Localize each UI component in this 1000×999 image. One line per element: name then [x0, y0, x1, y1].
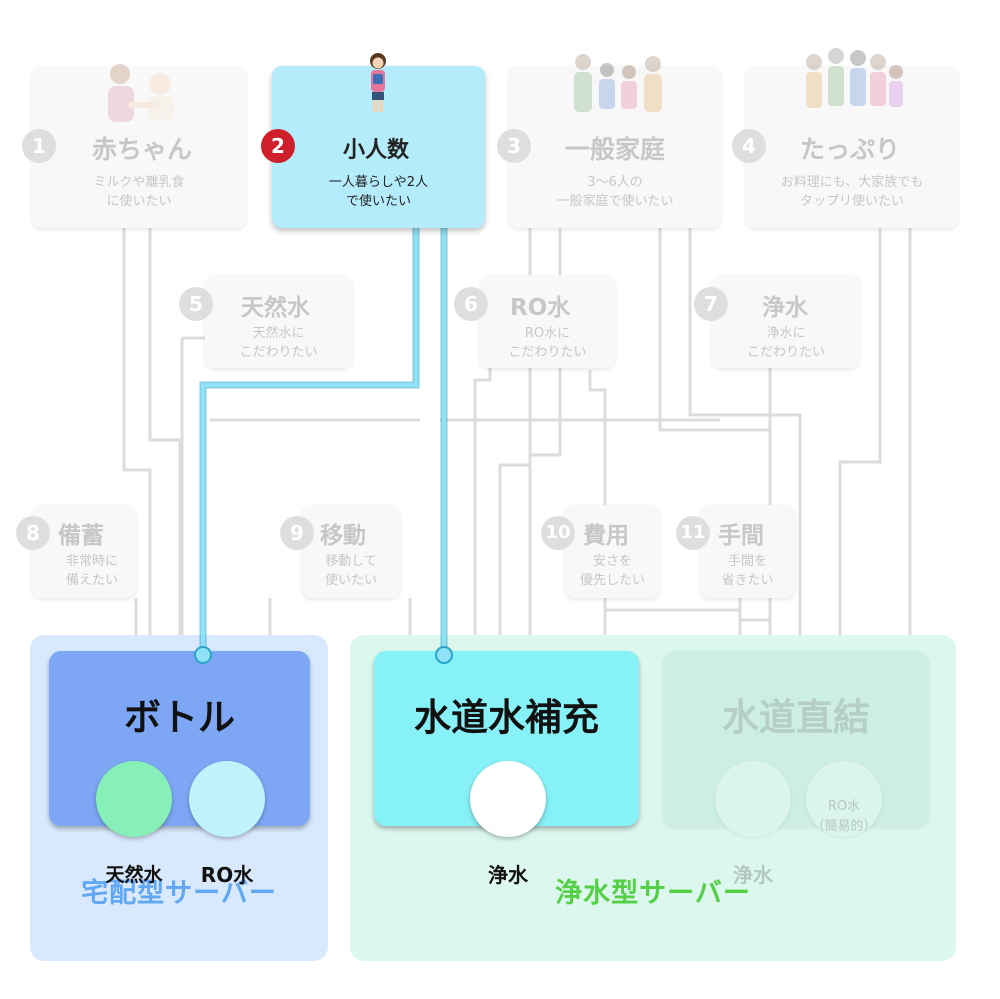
- delivery-region-label: 宅配型サーバー: [81, 878, 277, 909]
- big-family-icon: [806, 48, 903, 108]
- option-title: 天然水: [241, 295, 310, 321]
- option-subtitle: 3〜6人の 一般家庭で使いたい: [556, 175, 674, 209]
- option-subtitle: RO水に こだわりたい: [508, 326, 587, 360]
- direct-connect-server-title: 水道直結: [722, 696, 870, 739]
- option-card-cost[interactable]: 10 費用 安さを 優先したい: [541, 505, 660, 598]
- option-subtitle: 手間を 省きたい: [721, 554, 774, 588]
- purified-water-pill: 浄水: [470, 761, 546, 887]
- option-badge: 6: [454, 287, 488, 321]
- tap-refill-server-title: 水道水補充: [414, 696, 599, 739]
- option-title: 赤ちゃん: [92, 135, 193, 164]
- option-badge: 10: [541, 516, 575, 550]
- option-badge: 8: [16, 516, 50, 550]
- option-card-ro-water[interactable]: 6 RO水 RO水に こだわりたい: [454, 275, 615, 368]
- option-card-natural-water[interactable]: 5 天然水 天然水に こだわりたい: [179, 275, 352, 368]
- option-title: RO水: [510, 295, 571, 321]
- option-badge: 4: [732, 129, 766, 163]
- natural-water-pill: 天然水: [96, 761, 172, 886]
- family-icon: [574, 54, 662, 112]
- direct-connect-server-panel: 水道直結 浄水 RO水 （簡易的）: [663, 651, 929, 887]
- option-badge: 7: [694, 287, 728, 321]
- option-title: たっぷり: [800, 135, 901, 164]
- option-title: 浄水: [762, 295, 808, 321]
- single-woman-icon: [370, 53, 386, 112]
- option-subtitle: 浄水に こだわりたい: [746, 326, 825, 360]
- option-title: 小人数: [343, 138, 410, 163]
- purified-water-pill-dim: 浄水: [715, 761, 791, 887]
- option-subtitle: 天然水に こだわりたい: [239, 326, 318, 360]
- option-badge: 1: [22, 129, 56, 163]
- option-card-purified-water[interactable]: 7 浄水 浄水に こだわりたい: [694, 275, 860, 368]
- option-card-mobility[interactable]: 9 移動 移動して 使いたい: [280, 505, 400, 598]
- option-subtitle: お料理にも、大家族でも タップリ使いたい: [780, 175, 924, 209]
- bottle-server-title: ボトル: [124, 696, 235, 739]
- option-badge: 5: [179, 287, 213, 321]
- bottle-server-panel: ボトル 天然水 RO水: [49, 651, 310, 887]
- option-title: 費用: [583, 523, 629, 549]
- option-title: 一般家庭: [565, 135, 666, 164]
- option-subtitle: 移動して 使いたい: [324, 554, 377, 588]
- option-title: 備蓄: [58, 523, 104, 549]
- option-subtitle: 非常時に 備えたい: [65, 554, 118, 588]
- option-card-effort[interactable]: 11 手間 手間を 省きたい: [676, 505, 795, 598]
- option-badge: 11: [676, 516, 710, 550]
- option-subtitle: 一人暮らしや2人 で使いたい: [328, 175, 429, 209]
- option-card-general-family[interactable]: 3 一般家庭 3〜6人の 一般家庭で使いたい: [497, 54, 721, 228]
- option-badge: 2: [261, 129, 295, 163]
- tap-refill-server-panel: 水道水補充 浄水: [374, 651, 639, 887]
- option-title: 移動: [320, 523, 366, 549]
- ro-water-simple-pill: RO水 （簡易的）: [806, 761, 882, 837]
- purifier-region-label: 浄水型サーバー: [555, 878, 751, 909]
- option-card-small-household[interactable]: 2 小人数 一人暮らしや2人 で使いたい: [261, 53, 485, 228]
- mother-baby-icon: [108, 64, 174, 122]
- option-card-stockpile[interactable]: 8 備蓄 非常時に 備えたい: [16, 505, 136, 598]
- option-subtitle: ミルクや離乳食 に使いたい: [93, 175, 185, 209]
- option-card-baby[interactable]: 1 赤ちゃん ミルクや離乳食 に使いたい: [22, 64, 246, 228]
- option-badge: 9: [280, 516, 314, 550]
- option-subtitle: 安さを 優先したい: [579, 554, 645, 588]
- option-badge: 3: [497, 129, 531, 163]
- option-card-plenty[interactable]: 4 たっぷり お料理にも、大家族でも タップリ使いたい: [732, 48, 958, 228]
- ro-water-pill: RO水: [189, 761, 265, 887]
- option-title: 手間: [718, 523, 764, 549]
